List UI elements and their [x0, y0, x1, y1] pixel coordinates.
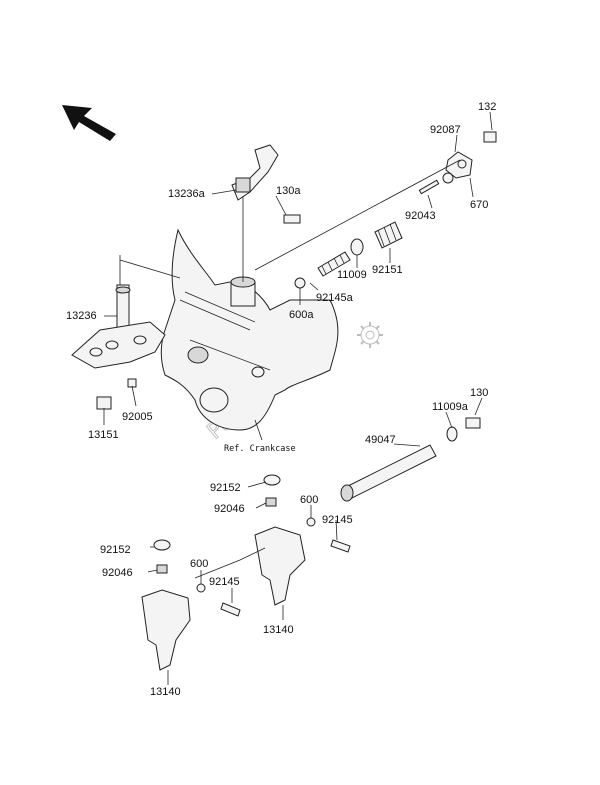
leader-lines: [103, 111, 493, 685]
shift-shaft: [71, 284, 166, 369]
label-92151: 92151: [372, 264, 403, 276]
label-92145a: 92145a: [316, 292, 354, 304]
label-13236a: 13236a: [168, 188, 206, 200]
label-600-left: 600: [190, 558, 208, 570]
drum-boss: [230, 276, 256, 307]
label-130: 130: [470, 387, 488, 399]
gear-icon: [357, 322, 383, 348]
label-ref-crankcase: Ref. Crankcase: [224, 444, 296, 454]
shift-fork-left: [141, 539, 241, 671]
label-670: 670: [470, 199, 488, 211]
orientation-arrow-icon: [62, 105, 116, 141]
label-49047: 49047: [365, 434, 396, 446]
label-92087: 92087: [430, 124, 461, 136]
label-13151: 13151: [88, 429, 119, 441]
label-11009: 11009: [337, 269, 367, 281]
label-92145-right: 92145: [322, 514, 353, 526]
label-600a: 600a: [289, 309, 314, 321]
label-13236: 13236: [66, 310, 97, 322]
label-130a: 130a: [276, 185, 301, 197]
label-13140-right: 13140: [263, 624, 294, 636]
label-92046-left: 92046: [102, 567, 133, 579]
label-92152-right: 92152: [210, 482, 241, 494]
label-92145-left: 92145: [209, 576, 240, 588]
shift-rod: [340, 417, 481, 502]
label-13140-left: 13140: [150, 686, 181, 698]
part-labels: 132 92087 13236a 130a 92043 670 11009 92…: [66, 101, 496, 698]
upper-right-parts: [96, 131, 497, 410]
label-132: 132: [478, 101, 496, 113]
label-92043: 92043: [405, 210, 436, 222]
label-92046-right: 92046: [214, 503, 245, 515]
label-11009a: 11009a: [432, 401, 469, 413]
label-92152-left: 92152: [100, 544, 131, 556]
label-600-right: 600: [300, 494, 318, 506]
shift-fork-right: [254, 474, 351, 606]
label-92005: 92005: [122, 411, 153, 423]
crankcase-reference: [160, 228, 339, 431]
shift-arm: [231, 144, 279, 201]
